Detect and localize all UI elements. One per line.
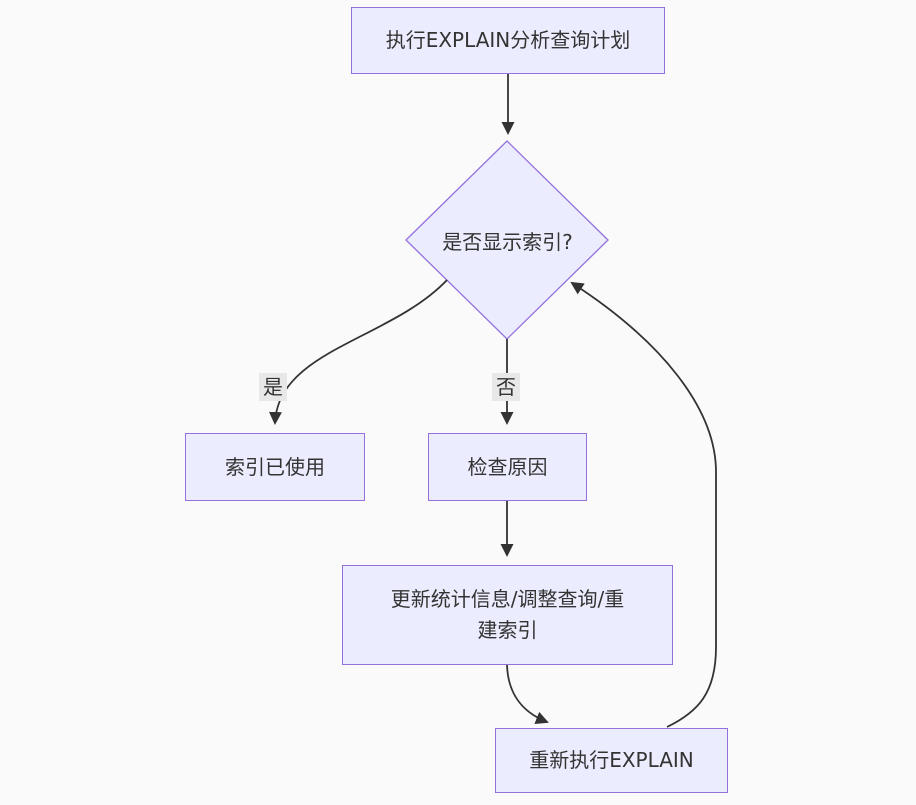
- node-index-used-label: 索引已使用: [225, 454, 325, 479]
- node-start-label: 执行EXPLAIN分析查询计划: [385, 28, 631, 52]
- node-check-reason: 检查原因: [428, 433, 587, 501]
- node-rerun-explain-label: 重新执行EXPLAIN: [529, 748, 694, 772]
- edge-decision-to-index-used: [268, 279, 448, 425]
- node-update-stats: 更新统计信息/调整查询/重建索引: [342, 565, 673, 665]
- node-rerun-explain: 重新执行EXPLAIN: [495, 728, 728, 793]
- node-index-used: 索引已使用: [185, 433, 365, 501]
- node-check-reason-label: 检查原因: [467, 454, 548, 479]
- edge-rerun-explain-to-decision: [570, 281, 717, 728]
- edge-label-yes: 是: [259, 373, 287, 401]
- edge-update-stats-to-rerun-explain: [506, 664, 549, 724]
- node-update-stats-label: 更新统计信息/调整查询/重建索引: [390, 587, 625, 642]
- node-start: 执行EXPLAIN分析查询计划: [351, 7, 665, 74]
- node-decision-label: 是否显示索引?: [442, 229, 573, 254]
- node-decision: 是否显示索引?: [405, 210, 610, 270]
- edge-label-no: 否: [492, 373, 520, 401]
